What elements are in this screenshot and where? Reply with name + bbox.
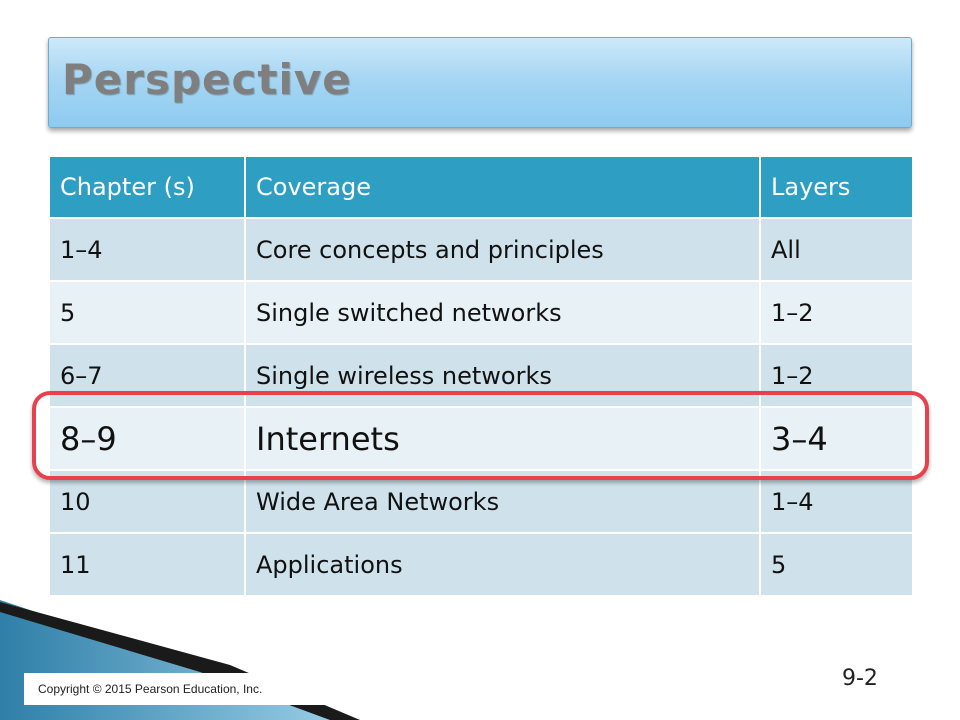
- table-row: 1–4 Core concepts and principles All: [48, 217, 914, 282]
- coverage-cell: Single switched networks: [244, 280, 761, 345]
- chapter-table: Chapter (s) Coverage Layers 1–4 Core con…: [48, 155, 914, 597]
- chapter-cell: 1–4: [48, 217, 246, 282]
- table-row: 5 Single switched networks 1–2: [48, 280, 914, 345]
- layers-cell: 3–4: [759, 406, 914, 471]
- chapter-cell: 10: [48, 469, 246, 534]
- slide-number: 9-2: [842, 666, 878, 691]
- coverage-cell: Internets: [244, 406, 761, 471]
- column-header: Chapter (s): [48, 155, 246, 219]
- chapter-cell: 6–7: [48, 343, 246, 408]
- coverage-cell: Core concepts and principles: [244, 217, 761, 282]
- table-row-highlighted: 8–9 Internets 3–4: [48, 406, 914, 471]
- column-header: Layers: [759, 155, 914, 219]
- coverage-cell: Wide Area Networks: [244, 469, 761, 534]
- chapter-cell: 11: [48, 532, 246, 597]
- column-header: Coverage: [244, 155, 761, 219]
- layers-cell: All: [759, 217, 914, 282]
- table-row: 6–7 Single wireless networks 1–2: [48, 343, 914, 408]
- slide-title: Perspective: [62, 55, 352, 104]
- layers-cell: 1–2: [759, 280, 914, 345]
- table-header-row: Chapter (s) Coverage Layers: [48, 155, 914, 219]
- copyright-notice: Copyright © 2015 Pearson Education, Inc.: [24, 673, 329, 705]
- coverage-cell: Applications: [244, 532, 761, 597]
- title-bar: Perspective: [48, 37, 912, 128]
- chapter-cell: 5: [48, 280, 246, 345]
- table-row: 10 Wide Area Networks 1–4: [48, 469, 914, 534]
- layers-cell: 1–2: [759, 343, 914, 408]
- layers-cell: 5: [759, 532, 914, 597]
- coverage-cell: Single wireless networks: [244, 343, 761, 408]
- chapter-cell: 8–9: [48, 406, 246, 471]
- layers-cell: 1–4: [759, 469, 914, 534]
- table-row: 11 Applications 5: [48, 532, 914, 597]
